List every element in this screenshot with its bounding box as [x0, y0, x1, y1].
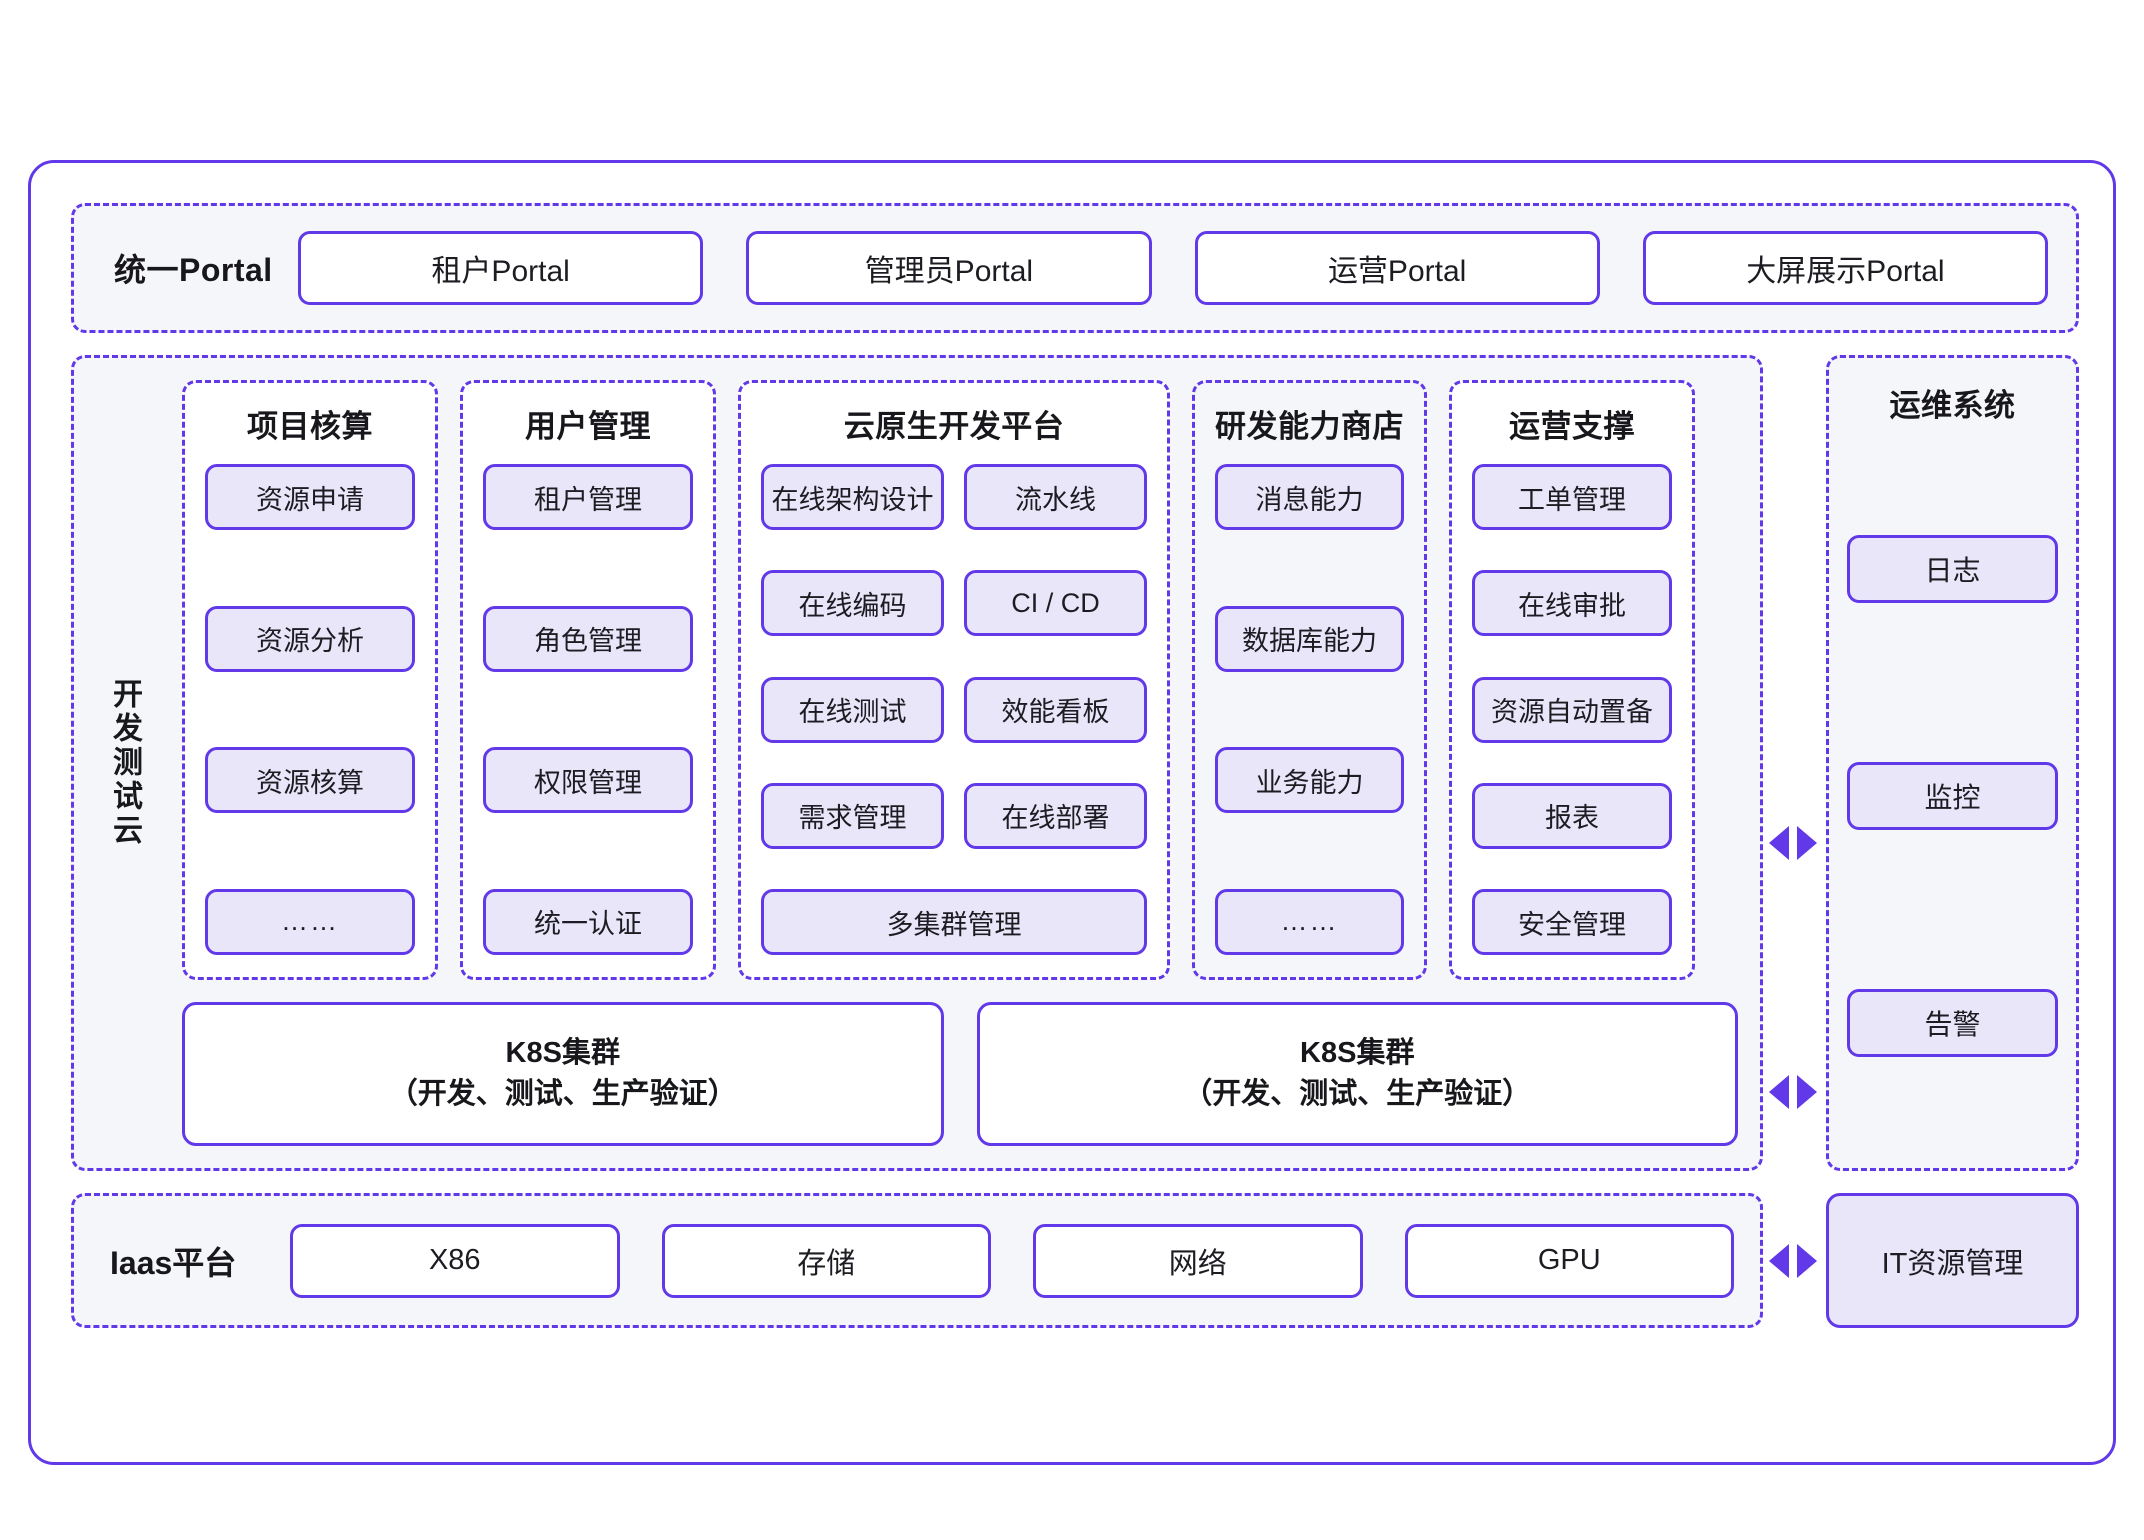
chip-monitoring[interactable]: 监控: [1847, 761, 2058, 830]
chip-x86[interactable]: X86: [290, 1223, 620, 1298]
k8s-cluster-box-1[interactable]: K8S集群 （开发、测试、生产验证）: [182, 1002, 944, 1146]
portal-items: 租户Portal 管理员Portal 运营Portal 大屏展示Portal: [298, 231, 2048, 305]
chip-pipeline[interactable]: 流水线: [964, 464, 1147, 530]
chip-multi-cluster-management[interactable]: 多集群管理: [761, 889, 1147, 955]
arrow-left-icon: [1769, 1244, 1789, 1278]
chip-resource-accounting[interactable]: 资源核算: [205, 747, 415, 814]
cloud-row-3: 在线测试 效能看板: [761, 676, 1147, 743]
cloud-row-1: 在线架构设计 流水线: [761, 464, 1147, 530]
bidirectional-arrow-middle: [1769, 1075, 1817, 1109]
column-project-accounting: 项目核算 资源申请 资源分析 资源核算 ……: [182, 380, 438, 980]
bidirectional-arrow-top: [1769, 826, 1817, 860]
portal-band: 统一Portal 租户Portal 管理员Portal 运营Portal 大屏展…: [71, 203, 2079, 333]
chip-network[interactable]: 网络: [1033, 1223, 1363, 1298]
portal-item-tenant[interactable]: 租户Portal: [298, 231, 704, 305]
arrow-right-icon: [1797, 1244, 1817, 1278]
arrow-left-icon: [1769, 1075, 1789, 1109]
ops-system-items: 日志 监控 告警: [1847, 433, 2058, 1142]
chip-ci-cd[interactable]: CI / CD: [964, 570, 1147, 637]
column-cloud-native-platform: 云原生开发平台 在线架构设计 流水线 在线编码 CI / CD 在线测试 效能看: [738, 380, 1170, 980]
column-items-rnd-capability-store: 消息能力 数据库能力 业务能力 ……: [1215, 464, 1404, 955]
dev-test-cloud-label: 开发测试云: [107, 678, 141, 848]
ops-system-panel: 运维系统 日志 监控 告警: [1826, 355, 2079, 1171]
chip-storage[interactable]: 存储: [661, 1223, 991, 1298]
chip-message-capability[interactable]: 消息能力: [1215, 464, 1404, 530]
chip-resource-analysis[interactable]: 资源分析: [205, 605, 415, 672]
chip-more-rnd-capability-store[interactable]: ……: [1215, 888, 1404, 955]
chip-requirement-management[interactable]: 需求管理: [761, 782, 944, 849]
arrow-left-icon: [1769, 826, 1789, 860]
architecture-diagram-frame: 统一Portal 租户Portal 管理员Portal 运营Portal 大屏展…: [28, 160, 2116, 1465]
chip-permission-management[interactable]: 权限管理: [483, 747, 693, 814]
column-user-management: 用户管理 租户管理 角色管理 权限管理 统一认证: [460, 380, 716, 980]
chip-online-deployment[interactable]: 在线部署: [964, 782, 1147, 849]
iaas-items: X86 存储 网络 GPU: [290, 1223, 1734, 1298]
column-title-user-management: 用户管理: [525, 409, 651, 444]
bidirectional-arrow-iaas: [1769, 1244, 1817, 1278]
chip-report[interactable]: 报表: [1472, 782, 1672, 849]
dev-test-cloud-band: 开发测试云 项目核算 资源申请 资源分析 资源核算 …… 用户管理: [71, 355, 1763, 1171]
chip-unified-authentication[interactable]: 统一认证: [483, 888, 693, 955]
column-items-operation-support: 工单管理 在线审批 资源自动置备 报表 安全管理: [1472, 464, 1672, 955]
cloud-row-4: 需求管理 在线部署: [761, 782, 1147, 849]
cloud-row-5: 多集群管理: [761, 889, 1147, 955]
column-title-cloud-native-platform: 云原生开发平台: [843, 409, 1065, 444]
it-resource-management-box[interactable]: IT资源管理: [1826, 1193, 2079, 1328]
k8s-cluster-title-2: K8S集群: [1300, 1036, 1415, 1069]
portal-item-bigscreen[interactable]: 大屏展示Portal: [1642, 231, 2048, 305]
column-items-cloud-native-platform: 在线架构设计 流水线 在线编码 CI / CD 在线测试 效能看板 需求管理: [761, 464, 1147, 955]
k8s-cluster-title-1: K8S集群: [505, 1036, 620, 1069]
column-items-project-accounting: 资源申请 资源分析 资源核算 ……: [205, 464, 415, 955]
column-rnd-capability-store: 研发能力商店 消息能力 数据库能力 业务能力 ……: [1192, 380, 1427, 980]
chip-alarm[interactable]: 告警: [1847, 988, 2058, 1057]
chip-resource-request[interactable]: 资源申请: [205, 464, 415, 530]
chip-role-management[interactable]: 角色管理: [483, 605, 693, 672]
k8s-cluster-subtitle-2: （开发、测试、生产验证）: [1183, 1078, 1532, 1110]
iaas-band-label: Iaas平台: [110, 1244, 237, 1281]
column-title-operation-support: 运营支撑: [1509, 409, 1635, 444]
chip-ticket-management[interactable]: 工单管理: [1472, 464, 1672, 530]
chip-security-management[interactable]: 安全管理: [1472, 889, 1672, 955]
chip-tenant-management[interactable]: 租户管理: [483, 464, 693, 530]
k8s-cluster-row: K8S集群 （开发、测试、生产验证） K8S集群 （开发、测试、生产验证）: [182, 1002, 1738, 1146]
chip-online-testing[interactable]: 在线测试: [761, 676, 944, 743]
portal-band-label: 统一Portal: [114, 252, 273, 288]
chip-more-project-accounting[interactable]: ……: [205, 888, 415, 955]
chip-online-architecture-design[interactable]: 在线架构设计: [761, 464, 944, 530]
k8s-cluster-subtitle-1: （开发、测试、生产验证）: [388, 1078, 737, 1110]
dev-test-cloud-content: 项目核算 资源申请 资源分析 资源核算 …… 用户管理 租户管理 角色管理 权限…: [174, 358, 1760, 1168]
portal-item-operation[interactable]: 运营Portal: [1194, 231, 1600, 305]
cloud-row-2: 在线编码 CI / CD: [761, 570, 1147, 637]
chip-database-capability[interactable]: 数据库能力: [1215, 605, 1404, 672]
chip-business-capability[interactable]: 业务能力: [1215, 747, 1404, 814]
column-title-project-accounting: 项目核算: [247, 409, 373, 444]
capability-columns: 项目核算 资源申请 资源分析 资源核算 …… 用户管理 租户管理 角色管理 权限…: [182, 380, 1738, 980]
chip-online-approval[interactable]: 在线审批: [1472, 570, 1672, 637]
iaas-band: Iaas平台 X86 存储 网络 GPU: [71, 1193, 1763, 1328]
column-title-rnd-capability-store: 研发能力商店: [1215, 409, 1404, 444]
arrow-right-icon: [1797, 1075, 1817, 1109]
chip-online-coding[interactable]: 在线编码: [761, 570, 944, 637]
portal-item-admin[interactable]: 管理员Portal: [746, 231, 1152, 305]
k8s-cluster-box-2[interactable]: K8S集群 （开发、测试、生产验证）: [976, 1002, 1738, 1146]
column-operation-support: 运营支撑 工单管理 在线审批 资源自动置备 报表 安全管理: [1449, 380, 1695, 980]
chip-efficiency-dashboard[interactable]: 效能看板: [964, 676, 1147, 743]
chip-gpu[interactable]: GPU: [1404, 1223, 1734, 1298]
arrow-right-icon: [1797, 826, 1817, 860]
chip-log[interactable]: 日志: [1847, 534, 2058, 603]
column-items-user-management: 租户管理 角色管理 权限管理 统一认证: [483, 464, 693, 955]
chip-auto-resource-provisioning[interactable]: 资源自动置备: [1472, 676, 1672, 743]
ops-system-title: 运维系统: [1889, 388, 2016, 423]
